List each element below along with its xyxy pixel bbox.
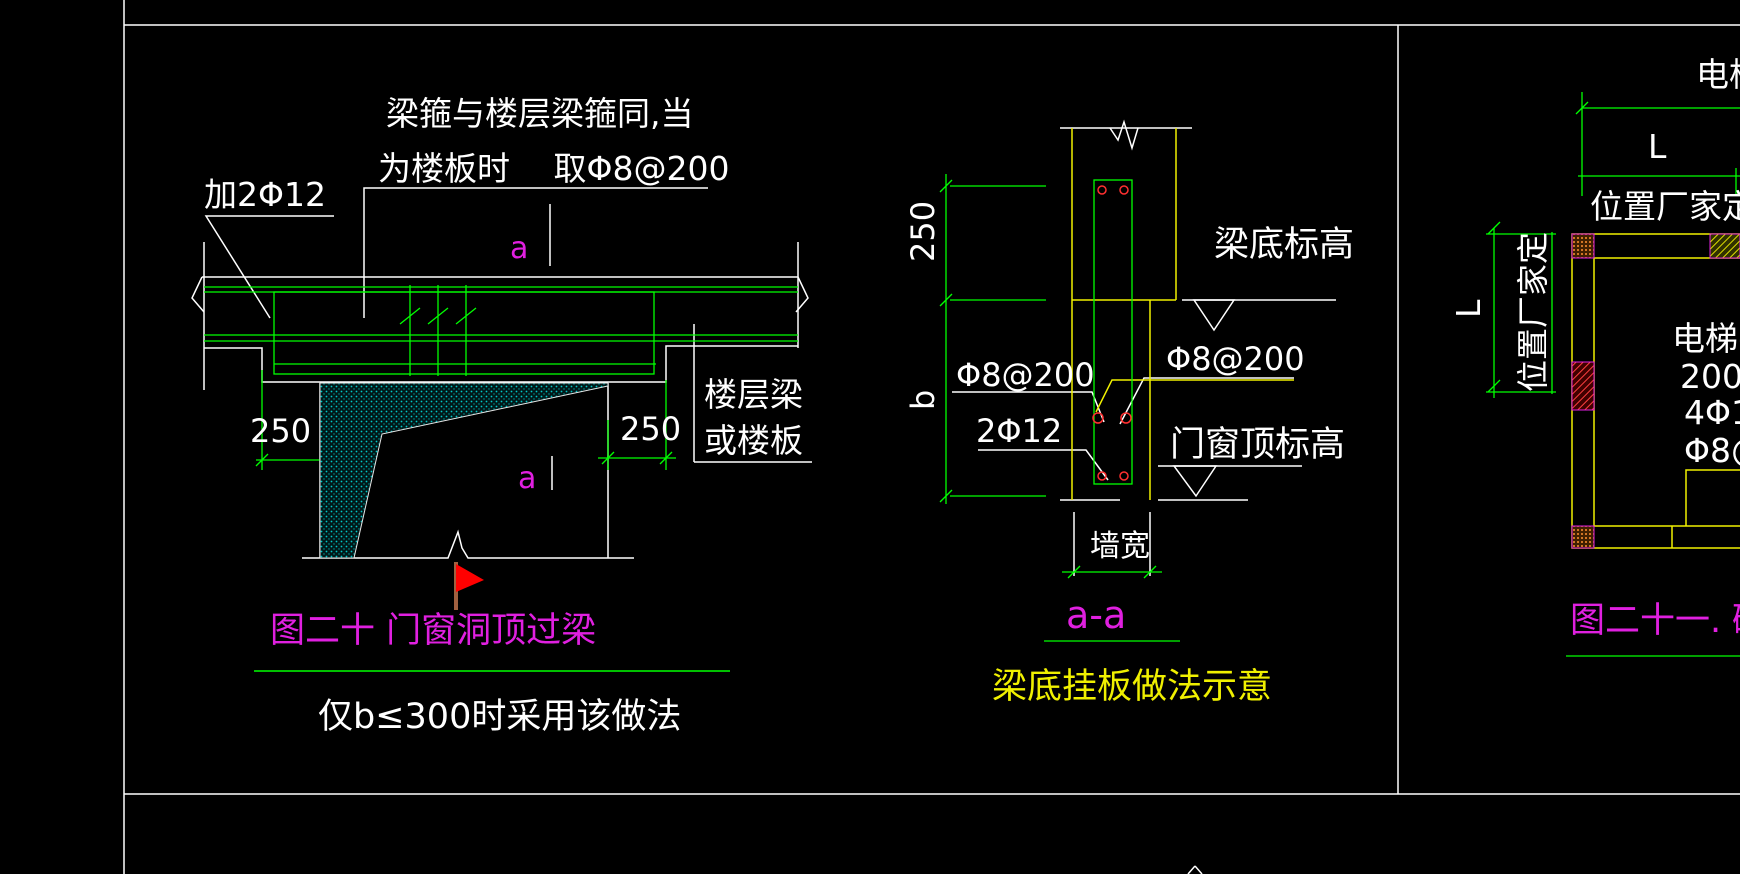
flag-marker-icon[interactable] bbox=[454, 562, 484, 610]
fig21-corner-hatch-tr bbox=[1709, 233, 1740, 259]
section-rebar bbox=[939, 174, 1180, 642]
section-stirrup-right: Φ8@200 bbox=[1166, 340, 1305, 378]
masonry-hatch bbox=[319, 382, 609, 559]
fig20-dim-right: 250 bbox=[620, 410, 681, 448]
fig20-title: 图二十 门窗洞顶过梁 bbox=[270, 611, 596, 651]
fig20-note-line2: 为楼板时 取Φ8@200 bbox=[378, 149, 729, 188]
fig20-usage-note: 仅b≤300时采用该做法 bbox=[318, 697, 681, 737]
section-wall-width: 墙宽 bbox=[1090, 529, 1150, 564]
fig21-bars: 4Φ1 bbox=[1684, 393, 1740, 432]
fig21-stirrup: Φ8@ bbox=[1684, 431, 1740, 470]
section-beam bbox=[1071, 128, 1294, 500]
figure-21-masonry[interactable]: 电梯 L 位置厂家定 位置厂家定 L 电梯井门 200x 4Φ1 Φ8@ 图二十… bbox=[1449, 55, 1740, 657]
fig21-position-label-v: 位置厂家定 bbox=[1514, 232, 1552, 392]
figure-20-lintel[interactable]: 梁箍与楼层梁箍同,当 为楼板时 取Φ8@200 加2Φ12 a a 250 25… bbox=[191, 94, 812, 737]
fig21-size: 200x bbox=[1680, 357, 1740, 396]
section-title: a-a bbox=[1066, 593, 1126, 637]
fig20-section-mark-bottom: a bbox=[518, 461, 536, 496]
section-dim-top: 250 bbox=[904, 201, 942, 262]
fig21-dims bbox=[1486, 92, 1740, 657]
section-stirrup-left: Φ8@200 bbox=[956, 356, 1095, 394]
fig21-corner-hatch-bl bbox=[1571, 525, 1595, 549]
drawing-frame bbox=[123, 0, 1740, 874]
fig21-dim-L-top: L bbox=[1648, 127, 1667, 166]
fig21-shaft-label: 电梯井门 bbox=[1672, 319, 1740, 358]
section-beam-bottom-label: 梁底标高 bbox=[1214, 225, 1354, 265]
fig21-top-label: 电梯 bbox=[1696, 55, 1740, 94]
lintel-outline bbox=[191, 187, 812, 559]
section-caption: 梁底挂板做法示意 bbox=[992, 667, 1272, 707]
fig21-title: 图二十一. 砌体 bbox=[1570, 601, 1740, 641]
fig20-floor-beam-line1: 楼层梁 bbox=[704, 375, 803, 414]
fig21-mid-hatch bbox=[1571, 361, 1595, 411]
fig20-section-mark-top: a bbox=[510, 231, 528, 266]
fig20-note-line1: 梁箍与楼层梁箍同,当 bbox=[386, 94, 694, 133]
section-opening-top-label: 门窗顶标高 bbox=[1170, 425, 1345, 465]
section-dim-b: b bbox=[904, 390, 942, 410]
section-a-a[interactable]: 250 b Φ8@200 Φ8@200 2Φ12 梁底标高 门窗顶标高 墙宽 a… bbox=[904, 119, 1354, 707]
section-outline bbox=[952, 119, 1336, 576]
section-bars-label: 2Φ12 bbox=[976, 412, 1062, 450]
fig20-floor-beam-line2: 或楼板 bbox=[704, 421, 803, 460]
fig21-corner-hatch-tl bbox=[1571, 233, 1595, 259]
fig21-dim-L-side: L bbox=[1449, 299, 1488, 318]
fig20-dim-left: 250 bbox=[250, 412, 311, 450]
section-bars bbox=[1092, 185, 1132, 481]
fig20-add-rebar-label: 加2Φ12 bbox=[204, 175, 326, 214]
fig21-position-label-h: 位置厂家定 bbox=[1590, 187, 1740, 226]
